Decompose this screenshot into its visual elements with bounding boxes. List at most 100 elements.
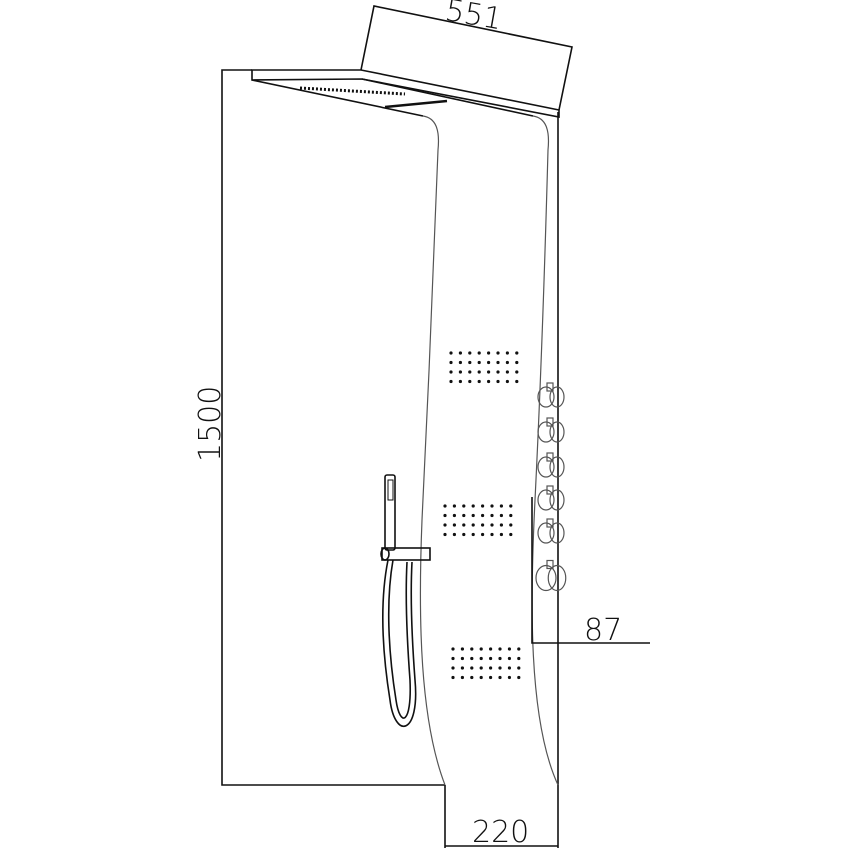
spray-nozzle	[451, 675, 455, 680]
spray-nozzle	[507, 666, 511, 670]
spray-nozzle	[479, 675, 483, 680]
spray-nozzle	[505, 370, 509, 374]
spray-nozzle	[451, 666, 455, 670]
spray-nozzle	[509, 513, 513, 518]
spray-nozzle	[452, 513, 456, 518]
spray-nozzle	[471, 532, 475, 537]
spray-nozzle	[470, 656, 474, 661]
spray-nozzle	[471, 504, 475, 508]
control-knob[interactable]	[537, 452, 565, 478]
knob-offset-dimension	[531, 497, 650, 644]
spray-nozzle	[487, 370, 491, 374]
control-knob[interactable]	[537, 417, 565, 443]
spray-nozzle	[490, 532, 494, 537]
spray-nozzle	[452, 523, 456, 527]
spray-nozzle	[460, 647, 464, 651]
spray-nozzle	[462, 504, 466, 508]
knob-offset-label: 87	[584, 613, 622, 648]
spray-nozzle	[460, 675, 464, 680]
spray-nozzle	[490, 513, 494, 518]
spray-nozzle	[499, 504, 503, 508]
spray-nozzle	[443, 532, 447, 537]
control-knobs	[535, 382, 567, 592]
spray-nozzle	[487, 351, 491, 355]
spray-nozzle	[468, 351, 472, 355]
spray-nozzle	[517, 675, 521, 680]
spray-nozzle	[515, 379, 519, 384]
spray-nozzle	[517, 666, 521, 670]
top-width-label: 551	[442, 0, 504, 37]
spray-nozzle	[498, 656, 502, 661]
spray-nozzle	[499, 523, 503, 527]
spray-nozzle	[477, 370, 481, 374]
spray-nozzle	[458, 360, 462, 365]
spray-nozzle	[489, 656, 493, 661]
height-dimension-frame	[221, 69, 559, 786]
control-knob[interactable]	[535, 559, 567, 592]
spray-nozzle	[468, 370, 472, 374]
spray-nozzle	[515, 370, 519, 374]
spray-nozzle	[496, 370, 500, 374]
spray-nozzle	[481, 513, 485, 518]
spray-nozzle	[449, 351, 453, 355]
spray-nozzle	[452, 532, 456, 537]
spray-nozzle	[462, 532, 466, 537]
spray-nozzle	[481, 523, 485, 527]
spray-nozzle	[490, 504, 494, 508]
spray-nozzle	[505, 379, 509, 384]
spray-nozzle	[487, 379, 491, 384]
spray-nozzle	[451, 656, 455, 661]
spray-nozzle	[498, 666, 502, 670]
spray-nozzle	[507, 647, 511, 651]
spray-nozzle	[477, 360, 481, 365]
spray-nozzle	[479, 666, 483, 670]
spray-nozzle	[517, 647, 521, 651]
spray-nozzle	[499, 513, 503, 518]
base-width-label: 220	[472, 815, 529, 850]
spray-nozzle	[460, 666, 464, 670]
spray-nozzle	[449, 379, 453, 384]
hand-shower	[380, 474, 431, 727]
body-spray-grid	[451, 647, 521, 680]
spray-nozzle	[471, 513, 475, 518]
spray-nozzle	[505, 360, 509, 365]
body-spray-grid	[449, 351, 519, 384]
spray-nozzle	[496, 351, 500, 355]
spray-nozzle	[458, 351, 462, 355]
spray-nozzle	[496, 379, 500, 384]
spray-nozzle	[517, 656, 521, 661]
spray-nozzle	[479, 656, 483, 661]
rain-shower-head	[251, 69, 560, 118]
spray-nozzle	[481, 532, 485, 537]
spray-nozzle	[477, 379, 481, 384]
spray-nozzle	[515, 360, 519, 365]
control-knob[interactable]	[537, 518, 565, 544]
control-knob[interactable]	[537, 485, 565, 511]
spray-nozzle	[452, 504, 456, 508]
spray-nozzle	[509, 504, 513, 508]
spray-nozzle	[489, 647, 493, 651]
spray-nozzle	[509, 532, 513, 537]
spray-nozzle	[509, 523, 513, 527]
spray-nozzle	[443, 513, 447, 518]
spray-nozzle	[458, 370, 462, 374]
spray-nozzle	[443, 523, 447, 527]
spray-nozzle	[489, 675, 493, 680]
spray-nozzle	[458, 379, 462, 384]
body-spray-grid	[443, 504, 513, 537]
control-knob[interactable]	[537, 382, 565, 408]
spray-nozzle	[468, 379, 472, 384]
spray-nozzle	[481, 504, 485, 508]
spray-nozzle	[477, 351, 481, 355]
spray-nozzle	[498, 647, 502, 651]
spray-nozzle	[443, 504, 447, 508]
spray-nozzle	[490, 523, 494, 527]
base-width-dimension	[444, 785, 559, 848]
spray-nozzle	[451, 647, 455, 651]
spray-nozzle	[507, 656, 511, 661]
top-width-dimension	[360, 5, 573, 111]
height-label: 1500	[193, 386, 228, 462]
spray-nozzle	[499, 532, 503, 537]
